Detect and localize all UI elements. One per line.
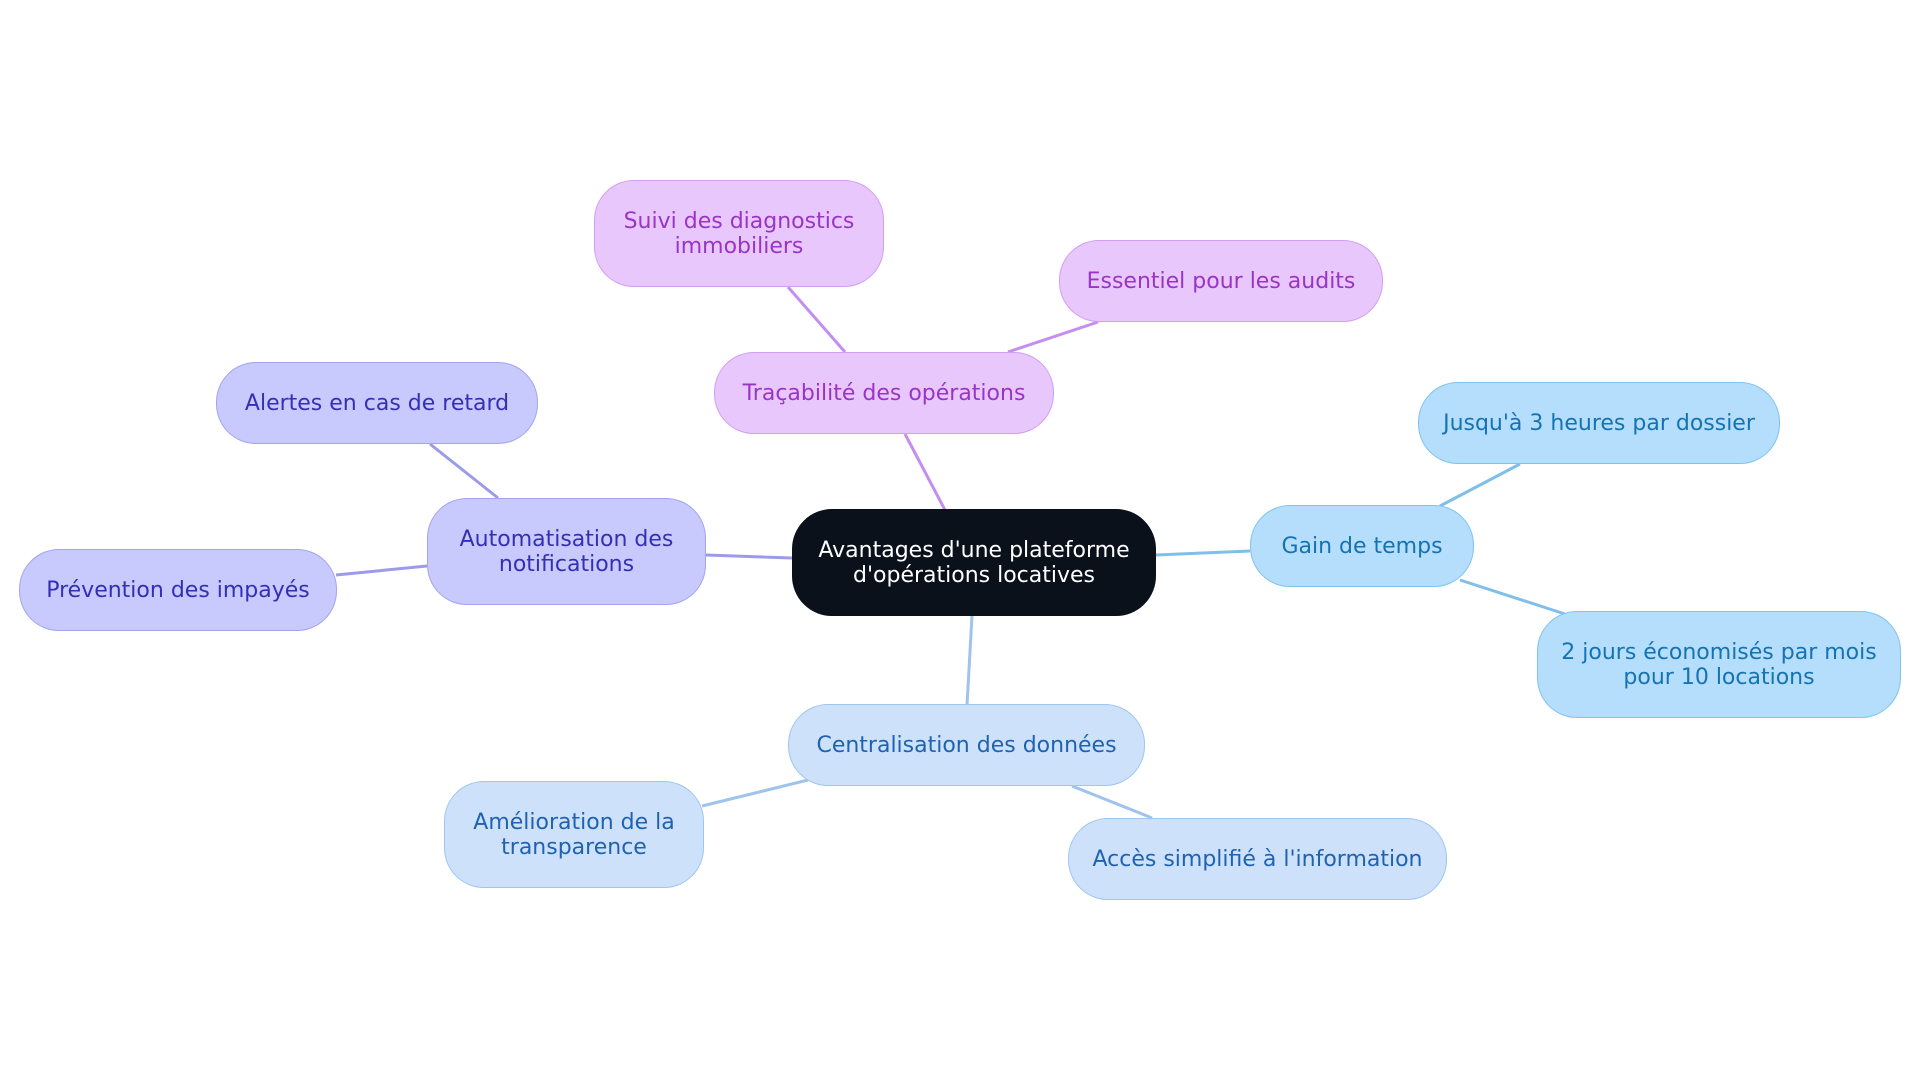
edge-tracabilite-audits: [1007, 320, 1099, 354]
branch-node-gain-temps: Gain de temps: [1250, 505, 1474, 587]
edge-automatisation-alertes: [429, 442, 499, 500]
root-label: Avantages d'une plateforme d'opérations …: [818, 537, 1130, 588]
leaf-node-essentiel-audits: Essentiel pour les audits: [1059, 240, 1383, 322]
branch-node-centralisation: Centralisation des données: [788, 704, 1145, 786]
branch-node-automatisation: Automatisation des notifications: [427, 498, 706, 605]
leaf-node-acces-information: Accès simplifié à l'information: [1068, 818, 1447, 900]
branch-label: Centralisation des données: [816, 732, 1117, 758]
edge-centralisation-amelioration: [701, 778, 809, 808]
branch-label: Automatisation des notifications: [459, 526, 674, 577]
branch-label: Gain de temps: [1281, 533, 1443, 559]
leaf-node-alertes-retard: Alertes en cas de retard: [216, 362, 538, 444]
leaf-node-prevention-impayes: Prévention des impayés: [19, 549, 337, 631]
leaf-node-trois-heures: Jusqu'à 3 heures par dossier: [1418, 382, 1780, 464]
branch-label: Traçabilité des opérations: [742, 380, 1026, 406]
edge-centralisation-acces: [1071, 784, 1153, 820]
leaf-node-transparence: Amélioration de la transparence: [444, 781, 704, 888]
leaf-node-deux-jours: 2 jours économisés par mois pour 10 loca…: [1537, 611, 1901, 718]
leaf-label: Amélioration de la transparence: [473, 809, 675, 860]
edge-root-automatisation: [705, 553, 793, 560]
leaf-label: Jusqu'à 3 heures par dossier: [1443, 410, 1755, 436]
edge-gain-jours: [1459, 578, 1566, 616]
leaf-label: Suivi des diagnostics immobiliers: [623, 208, 855, 259]
leaf-label: 2 jours économisés par mois pour 10 loca…: [1561, 639, 1877, 690]
edge-gain-jusqua: [1439, 462, 1521, 508]
edge-root-gain: [1155, 549, 1251, 557]
leaf-node-suivi-diagnostics: Suivi des diagnostics immobiliers: [594, 180, 884, 287]
edge-automatisation-prevention: [335, 564, 428, 577]
edge-root-tracabilite: [903, 433, 947, 511]
leaf-label: Essentiel pour les audits: [1086, 268, 1356, 294]
root-node: Avantages d'une plateforme d'opérations …: [792, 509, 1156, 616]
leaf-label: Alertes en cas de retard: [244, 390, 510, 416]
edge-tracabilite-suivi: [786, 286, 847, 353]
edge-root-centralisation: [965, 615, 974, 706]
branch-node-tracabilite: Traçabilité des opérations: [714, 352, 1054, 434]
leaf-label: Prévention des impayés: [46, 577, 310, 603]
leaf-label: Accès simplifié à l'information: [1092, 846, 1423, 872]
